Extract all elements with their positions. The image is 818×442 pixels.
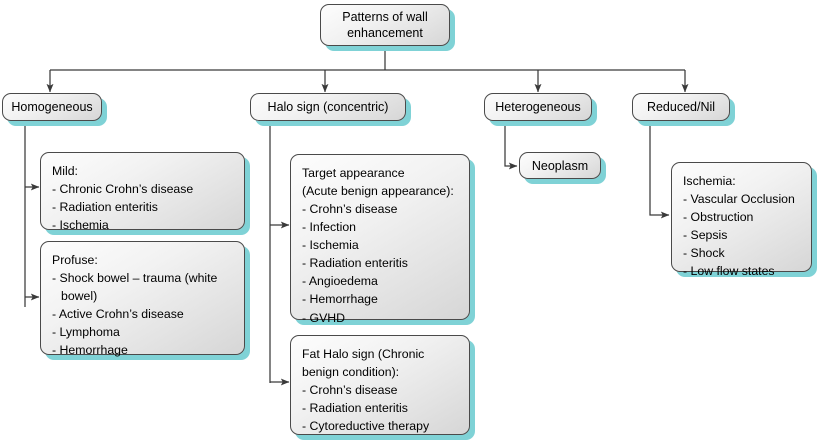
- node-reduced-nil[interactable]: Reduced/Nil: [632, 93, 730, 121]
- node-label: Patterns of wall enhancement: [342, 10, 428, 40]
- detail-item: - Infection: [302, 220, 356, 235]
- node-label: Heterogeneous: [495, 100, 581, 114]
- node-label: Neoplasm: [531, 158, 589, 173]
- node-heterogeneous[interactable]: Heterogeneous: [484, 93, 592, 121]
- detail-item: - Shock: [683, 246, 725, 261]
- detail-item: - Radiation enteritis: [52, 200, 158, 215]
- detail-item: - Lymphoma: [52, 325, 120, 340]
- detail-item: - Ischemia: [52, 218, 109, 233]
- detail-item: - Ischemia: [302, 238, 359, 253]
- connector-heterogeneous-to-neoplasm: [504, 122, 518, 170]
- node-label: Reduced/Nil: [646, 100, 716, 114]
- node-mild[interactable]: Mild: - Chronic Crohn’s disease - Radiat…: [40, 152, 245, 232]
- detail-item: - Hemorrhage: [302, 292, 378, 307]
- node-neoplasm[interactable]: Neoplasm: [519, 152, 601, 179]
- detail-item: - Obstruction: [683, 210, 754, 225]
- node-homogeneous[interactable]: Homogeneous: [2, 93, 102, 121]
- detail-item: - Low flow states: [683, 264, 775, 279]
- detail-item: - Crohn’s disease: [302, 383, 398, 398]
- detail-heading: Target appearance: [302, 166, 405, 180]
- detail-item-continuation: bowel): [61, 289, 98, 304]
- detail-item: - Sepsis: [683, 228, 728, 243]
- node-label: Homogeneous: [11, 100, 93, 114]
- detail-heading: Fat Halo sign (Chronic: [302, 347, 425, 361]
- detail-heading: Mild:: [52, 164, 78, 178]
- node-profuse[interactable]: Profuse: - Shock bowel – trauma (white b…: [40, 241, 245, 357]
- node-fat-halo-sign[interactable]: Fat Halo sign (Chronic benign condition)…: [290, 335, 470, 435]
- detail-subheading: benign condition):: [302, 365, 400, 380]
- node-ischemia[interactable]: Ischemia: - Vascular Occlusion - Obstruc…: [671, 162, 812, 278]
- detail-item: - Active Crohn’s disease: [52, 307, 184, 322]
- node-patterns-of-wall-enhancement[interactable]: Patterns of wall enhancement: [320, 4, 450, 46]
- detail-item: - Hemorrhage: [52, 343, 128, 358]
- detail-heading: Ischemia:: [683, 174, 736, 188]
- detail-heading: Profuse:: [52, 253, 98, 267]
- node-halo-sign[interactable]: Halo sign (concentric): [250, 93, 406, 121]
- connector-reduced-to-ischemia: [649, 122, 670, 219]
- detail-item: - Radiation enteritis: [302, 256, 408, 271]
- node-label: Halo sign (concentric): [267, 100, 389, 114]
- detail-item: - Vascular Occlusion: [683, 192, 795, 207]
- node-target-appearance[interactable]: Target appearance (Acute benign appearan…: [290, 154, 470, 325]
- detail-item: - GVHD: [302, 310, 346, 325]
- detail-item: - Shock bowel – trauma (white: [52, 271, 218, 286]
- detail-item: - Radiation enteritis: [302, 401, 408, 416]
- detail-item: - Crohn’s disease: [302, 202, 398, 217]
- detail-item: - Chronic Crohn’s disease: [52, 182, 194, 197]
- detail-item: - Cytoreductive therapy: [302, 419, 430, 434]
- detail-subheading: (Acute benign appearance):: [302, 184, 454, 199]
- detail-item: - Angioedema: [302, 274, 378, 289]
